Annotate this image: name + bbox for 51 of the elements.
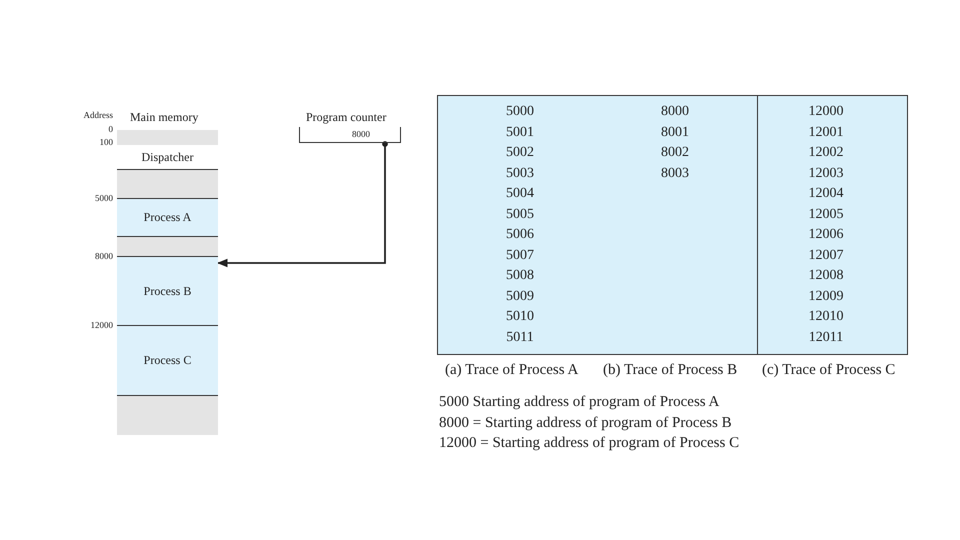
table-caption: (c) Trace of Process C [762, 362, 896, 379]
memory-block [117, 237, 218, 257]
table-cell-text: 12001 [808, 124, 844, 140]
table-cell-text: 5004 [505, 186, 535, 202]
address-label: 5000 [95, 193, 113, 203]
table-cell-text: 8000 [660, 104, 690, 120]
address-label: 0 [108, 124, 113, 134]
table-cell-text: 5001 [505, 124, 535, 140]
table-cell-text: 5000 [505, 104, 535, 120]
table-cell-text: 12008 [808, 268, 844, 284]
table-cell-text: 12002 [808, 145, 844, 161]
note-text: 8000 = Starting address of program of Process B [439, 414, 732, 432]
table-cell-text: 8002 [660, 145, 690, 161]
memory-segment: Process A [117, 199, 218, 237]
table-cell-text: 12010 [808, 309, 844, 325]
memory-block [117, 130, 218, 145]
memory-segment: Process C [117, 326, 218, 396]
table-cell-text: 5009 [505, 288, 535, 304]
counter-value: 8000 [299, 127, 401, 143]
memory-block [117, 170, 218, 199]
address-label: 12000 [90, 320, 113, 330]
table-cell-text: 12003 [808, 166, 844, 182]
memory-block [117, 396, 218, 435]
table-cell-text: 5008 [505, 268, 535, 284]
table-cell-text: 8003 [660, 166, 690, 182]
table-cell-text: 5005 [505, 206, 535, 222]
note-text: 12000 = Starting address of program of Process C [439, 435, 740, 452]
memory-segment: Process B [117, 257, 218, 326]
table-cell-text: 12009 [808, 288, 844, 304]
table-cell-text: 12007 [808, 248, 844, 264]
address-label: 8000 [95, 251, 113, 261]
table-cell-text: 12000 [808, 104, 844, 120]
note-text: 5000 Starting address of program of Process A [439, 394, 720, 411]
column-heading: Main memory [130, 110, 198, 125]
address-label: 100 [100, 137, 113, 147]
table-cell-text: 12004 [808, 186, 844, 202]
arrow [216, 141, 388, 268]
table-cell-text: 5010 [505, 309, 535, 325]
table-cell-text: 5011 [505, 330, 535, 346]
table-cell-text: 12005 [808, 206, 844, 222]
table-cell-text: 5007 [505, 248, 535, 264]
table-cell-text: 12006 [808, 227, 844, 243]
table-caption: (a) Trace of Process A [445, 362, 578, 379]
table-cell-text: 12011 [808, 330, 844, 346]
address-label: Address [84, 110, 113, 120]
heading-label: Program counter [306, 110, 386, 125]
table-cell-text: 5006 [505, 227, 535, 243]
table-cell-text: 5003 [505, 166, 535, 182]
table-caption: (b) Trace of Process B [603, 362, 738, 379]
table-cell-text: 8001 [660, 124, 690, 140]
table-cell-text: 5002 [505, 145, 535, 161]
